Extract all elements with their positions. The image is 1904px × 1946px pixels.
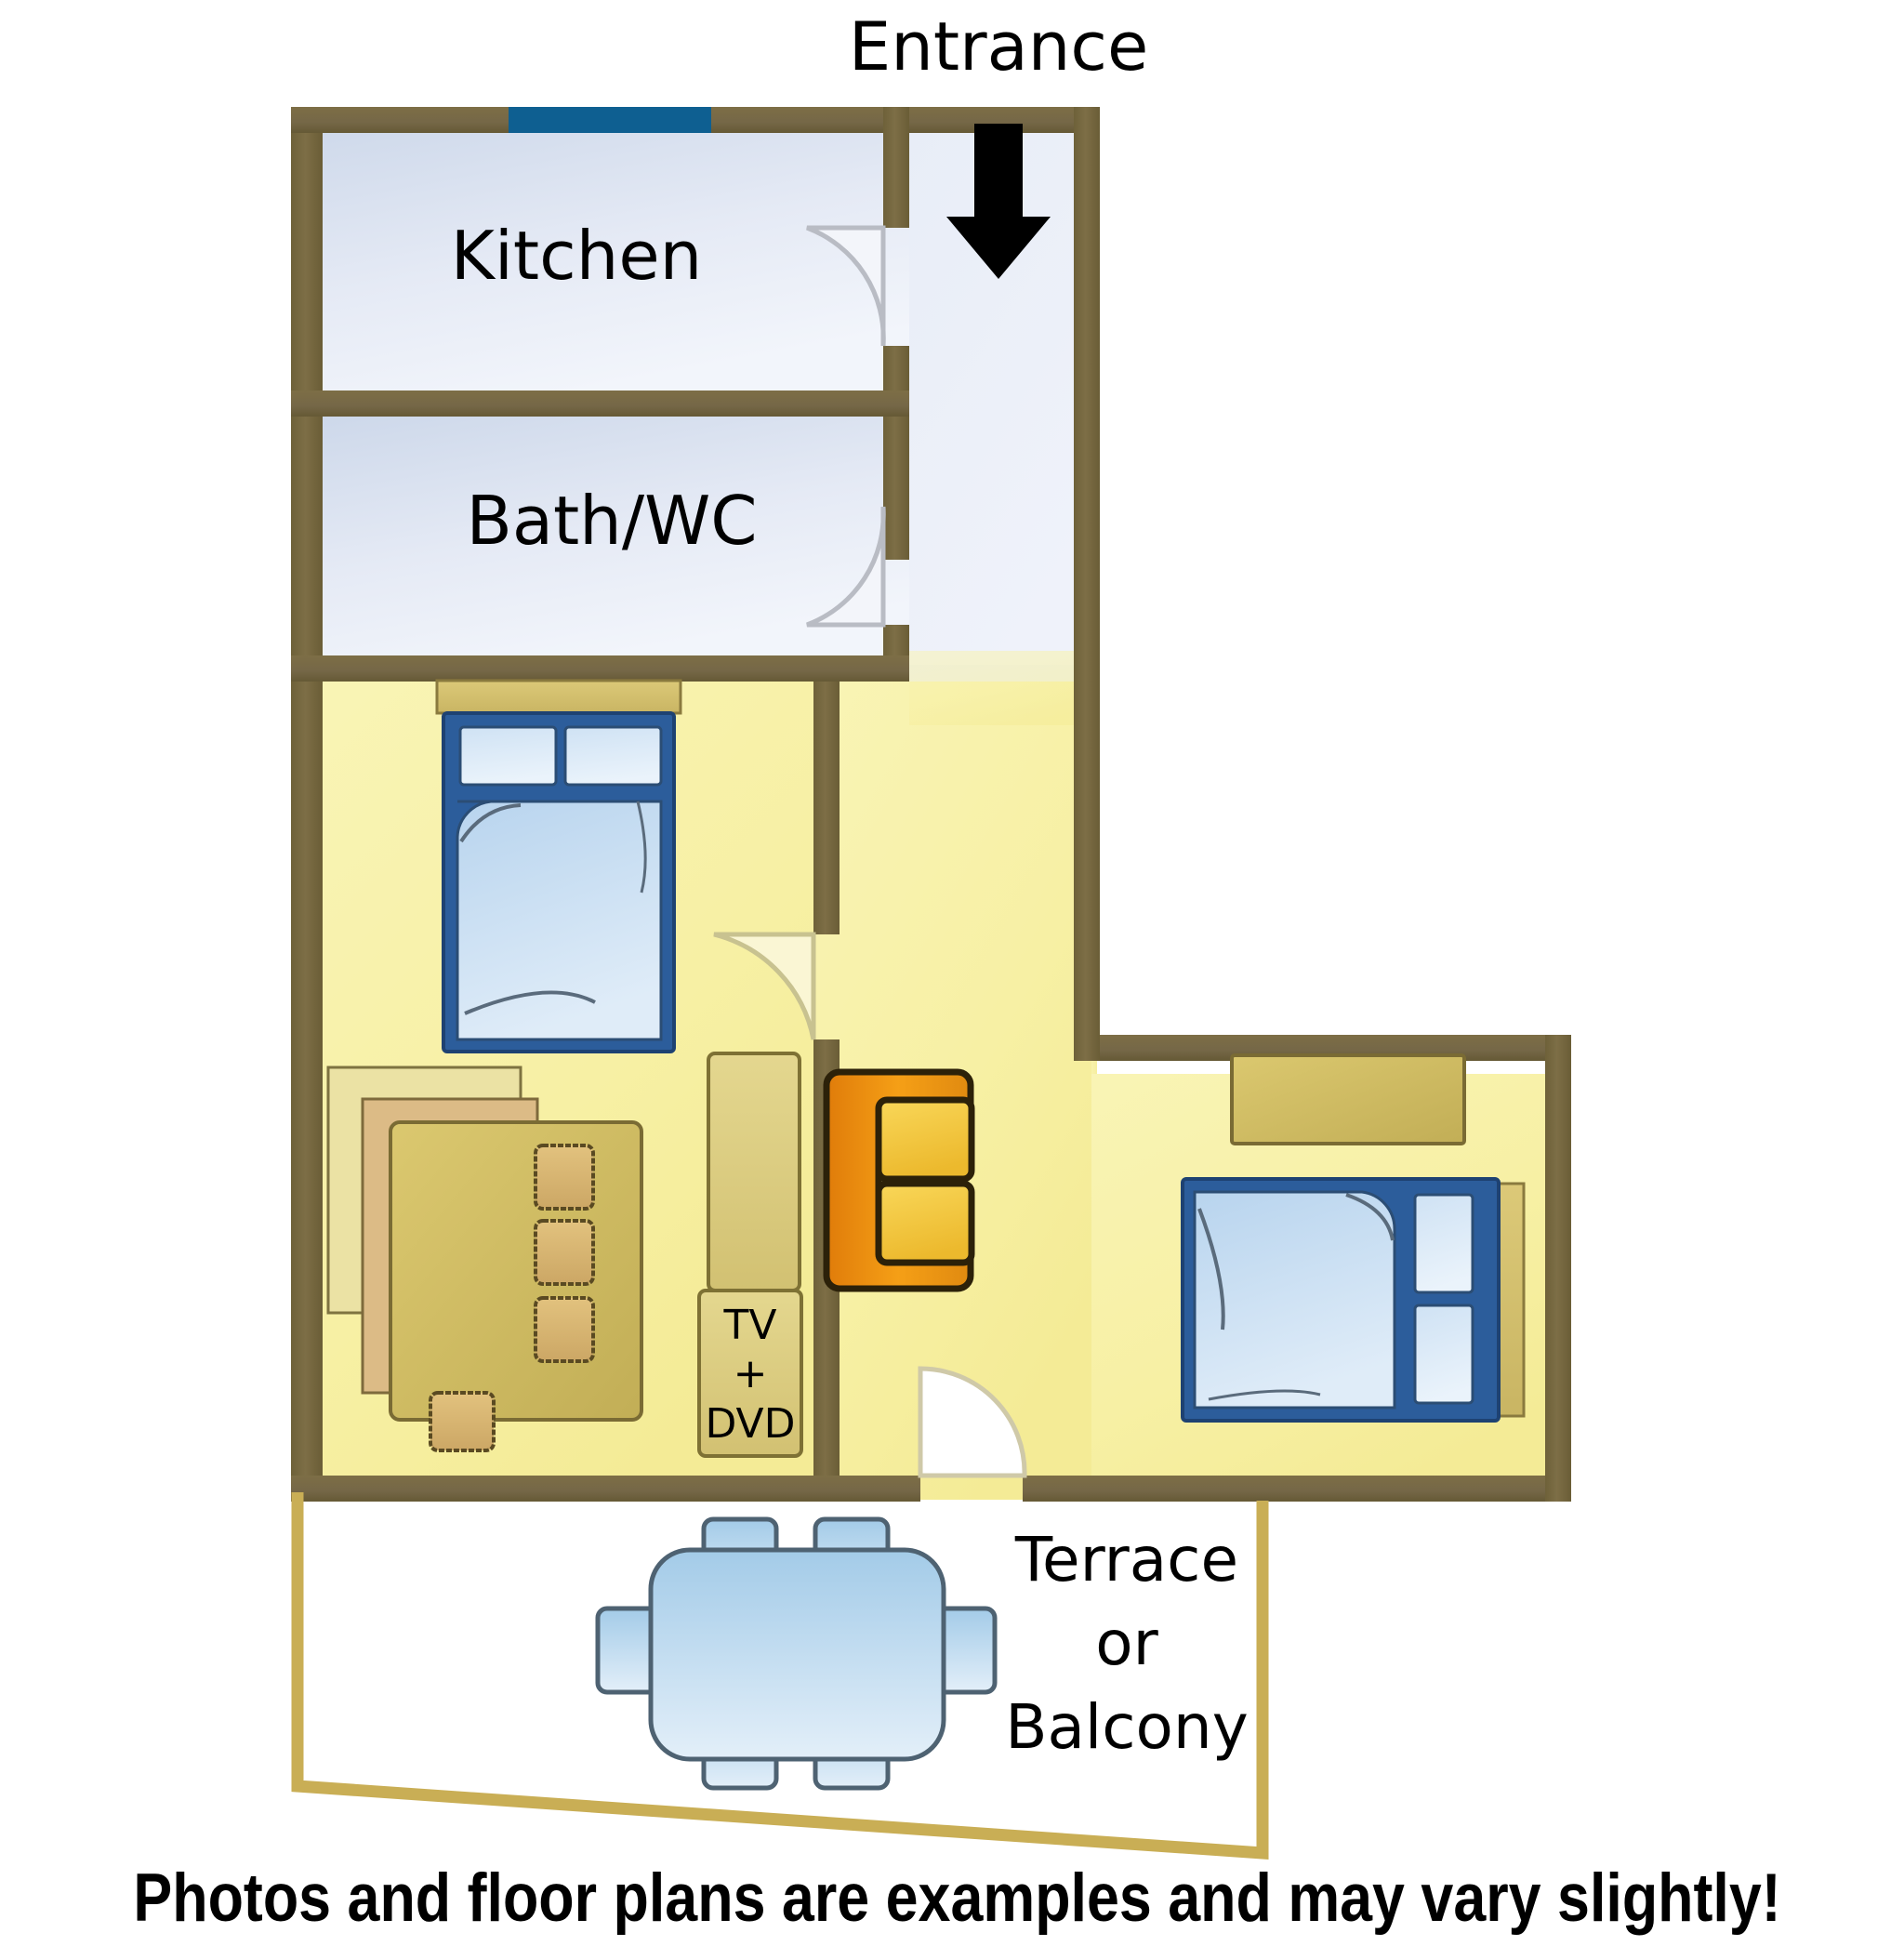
media-unit: TV + DVD [697,1052,803,1458]
entrance-arrow-icon [946,124,1051,279]
tv-dvd-label-line3: DVD [705,1400,795,1448]
dining-chair-3 [534,1296,595,1363]
wall-kitchen-bath [291,391,909,417]
tv-dvd-label-line1: TV [723,1302,777,1349]
wall-bottom-center [823,1476,920,1502]
bedroom2-furniture [1181,1053,1526,1423]
wall-top-left [291,107,509,133]
bed1-pillow-right [563,725,663,787]
tv-dvd-label-line2: + [734,1350,768,1397]
bed2-pillow-top [1413,1193,1474,1294]
wall-kitchen-hall [883,107,909,228]
wall-bedroom2-right [1545,1035,1571,1502]
bed2-duvet-crease [1197,1208,1225,1330]
bed2-duvet-crease2 [1208,1389,1321,1401]
label-terrace-line1: Terrace [1014,1524,1238,1595]
tall-cabinet [707,1052,801,1292]
bed1-duvet-fold [459,803,522,843]
dining-set [326,1066,643,1452]
wall-bedroom2-corner-stub [1074,1009,1100,1061]
walls [291,107,1571,1502]
label-bath-wc: Bath/WC [466,482,757,560]
double-bed-1 [435,679,682,1053]
dining-chair-1 [534,1144,595,1211]
terrace-table [648,1547,946,1762]
armchair-sofa [823,1068,975,1292]
doors [713,225,1027,1478]
door-bedroom1-arc [713,932,816,1040]
dining-chair-2 [534,1219,595,1286]
bed2-pillow-bottom [1413,1304,1474,1405]
terrace-outline [291,1492,1269,1860]
wall-bedroom1-living [813,682,840,934]
door-bath-arc [806,506,886,628]
label-terrace-line3: Balcony [1005,1691,1249,1763]
wall-hall-right-outer [1074,107,1100,1035]
door-kitchen-arc [806,225,886,347]
bed1-duvet-crease2 [636,801,647,894]
label-kitchen: Kitchen [451,217,703,295]
sofa-body [823,1068,974,1292]
wall-left-outer [291,107,323,1502]
bed1-headboard [435,679,682,715]
window-kitchen [509,107,711,133]
wall-bath-hall [883,443,909,560]
wall-bottom-left [291,1476,497,1502]
hall-living-blend [909,651,1091,725]
bed2-duvet [1193,1190,1396,1410]
bed1-duvet [456,800,663,1041]
terrace-set [595,1516,998,1791]
room-kitchen-fill [321,119,909,396]
wall-bottom-right [1023,1476,1571,1502]
wall-bottom-left2 [497,1476,823,1502]
disclaimer-caption: Photos and floor plans are examples and … [133,1860,1781,1936]
sofa-cushion-top [875,1096,975,1183]
terrace-boundary [291,1492,1269,1860]
label-terrace-line2: or [1095,1608,1158,1679]
wardrobe [1230,1053,1466,1145]
bed1-duvet-crease [464,990,596,1015]
label-entrance: Entrance [849,7,1149,86]
tv-dvd-cabinet [697,1289,803,1458]
sofa-cushion-bottom [875,1180,975,1266]
door-terrace-arc [918,1366,1027,1478]
bed1-pillow-left [458,725,558,787]
dining-chair-4 [429,1391,496,1452]
wall-top-right [711,107,909,133]
bed2-duvet-fold [1345,1193,1395,1241]
dining-table [389,1120,643,1422]
wall-bath-bottom [291,655,909,682]
